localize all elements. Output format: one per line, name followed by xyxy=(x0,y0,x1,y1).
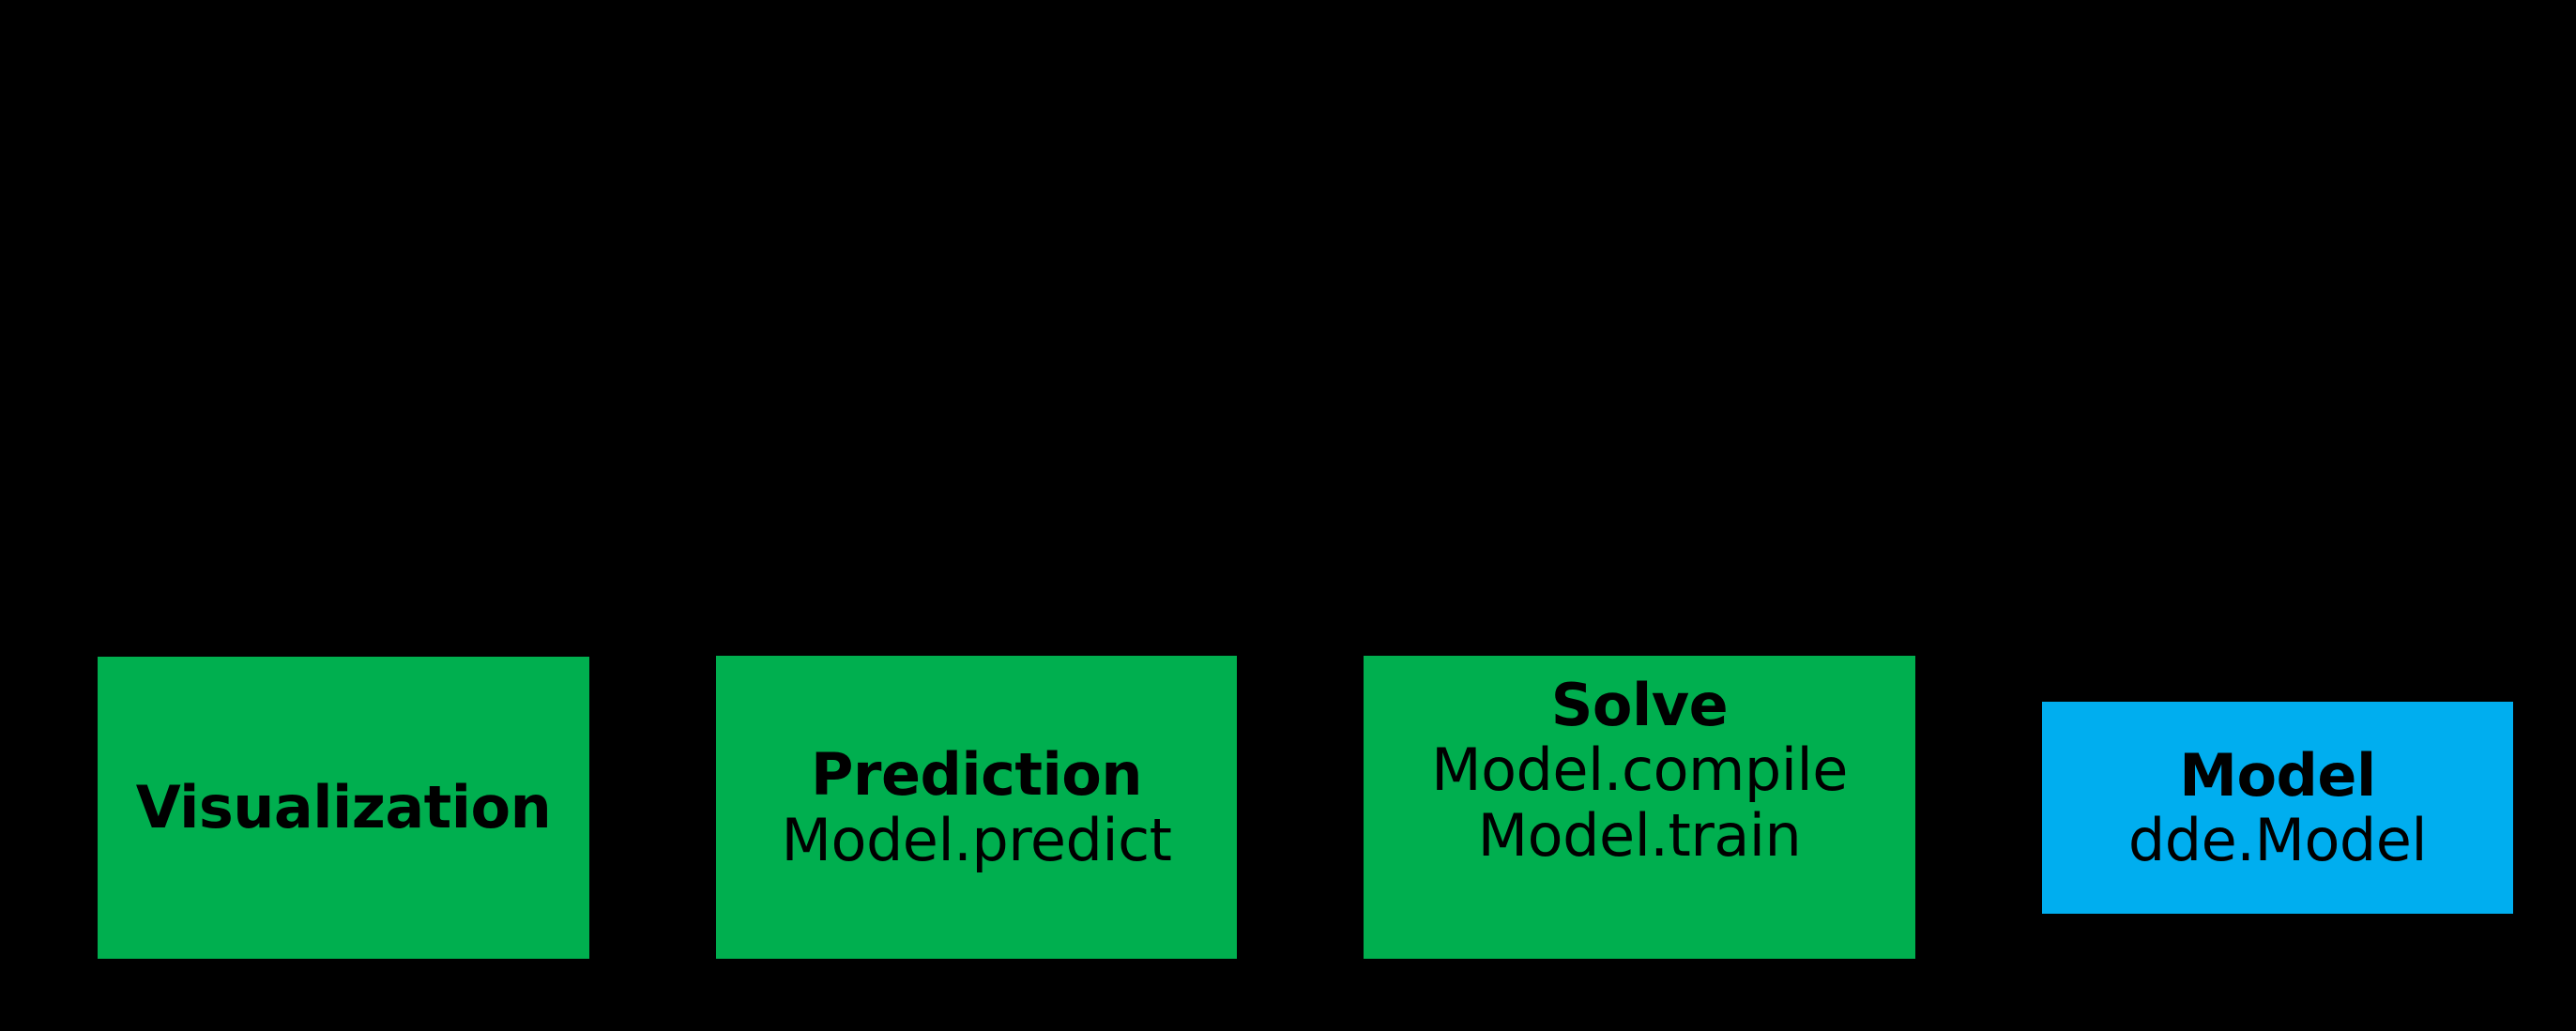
node-solve-title: Solve xyxy=(1550,671,1729,739)
node-visualization[interactable]: Visualization xyxy=(98,657,589,959)
node-solve-api-train: Model.train xyxy=(1477,800,1802,870)
node-visualization-title: Visualization xyxy=(135,773,552,842)
node-model-api-dde-model: dde.Model xyxy=(2127,806,2428,874)
node-model-title: Model xyxy=(2179,740,2376,810)
node-prediction-title: Prediction xyxy=(810,740,1143,810)
node-solve-api-compile: Model.compile xyxy=(1431,735,1848,805)
node-solve[interactable]: Solve Model.compile Model.train xyxy=(1364,656,1915,959)
node-prediction[interactable]: Prediction Model.predict xyxy=(716,656,1237,959)
node-prediction-api-predict: Model.predict xyxy=(781,805,1172,874)
node-model[interactable]: Model dde.Model xyxy=(2042,702,2513,914)
